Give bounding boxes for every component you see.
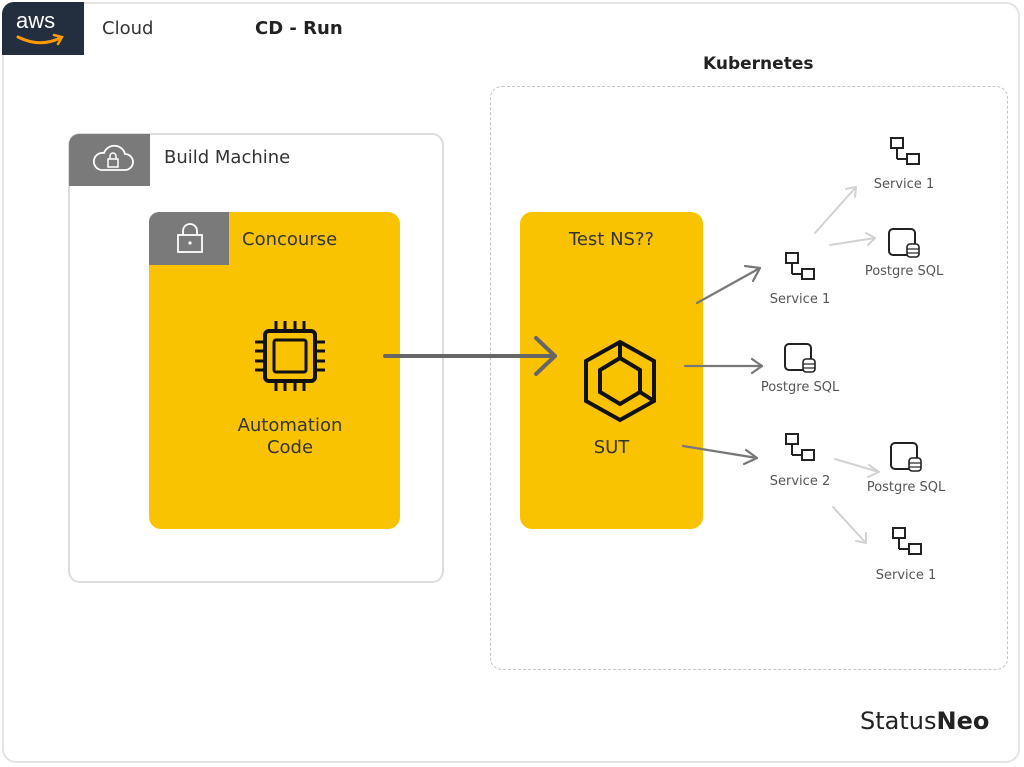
service-icon <box>890 137 920 165</box>
database-icon <box>890 442 922 472</box>
kubernetes-cluster-box <box>490 86 1008 670</box>
cloud-label: Cloud <box>102 18 154 39</box>
service-icon <box>785 252 815 280</box>
aws-logo-text: aws <box>16 8 56 33</box>
arrow-service1-to-service1-child <box>814 186 857 234</box>
service-icon <box>892 527 922 555</box>
statusneo-logo: StatusNeo <box>860 707 989 735</box>
service2-label: Service 2 <box>769 474 831 489</box>
kubernetes-title: Kubernetes <box>703 54 814 74</box>
service1-child-service-label: Service 1 <box>873 177 935 192</box>
lock-icon <box>177 223 203 253</box>
service2-child-service-label: Service 1 <box>875 568 937 583</box>
arrow-concourse-to-sut <box>383 336 557 376</box>
concourse-label: Concourse <box>242 229 338 250</box>
test-ns-box <box>520 212 703 529</box>
postgres-mid-label: Postgre SQL <box>760 380 840 395</box>
build-machine-tab <box>69 134 150 186</box>
automation-code-label: Automation Code <box>237 415 343 458</box>
concourse-tab <box>149 212 229 265</box>
cloud-lock-icon <box>93 144 134 171</box>
service2-child-db-label: Postgre SQL <box>866 480 946 495</box>
aws-smile-icon <box>16 33 64 46</box>
service1-child-db-label: Postgre SQL <box>864 264 944 279</box>
aws-logo: aws <box>2 2 84 55</box>
brand-part2: Neo <box>936 707 990 735</box>
service1-label: Service 1 <box>769 292 831 307</box>
arrow-sut-to-service2 <box>681 444 759 466</box>
arrow-sut-to-service1 <box>695 264 762 305</box>
database-icon <box>784 343 816 373</box>
chip-icon <box>255 321 325 391</box>
arrow-service1-to-postgres-child <box>829 232 876 246</box>
hexagon-app-icon <box>584 339 656 423</box>
sut-label: SUT <box>593 437 630 458</box>
brand-part1: Status <box>860 707 937 735</box>
arrow-service2-to-postgres-child <box>834 458 880 478</box>
arrow-service2-to-service1-child <box>832 506 867 544</box>
arrow-sut-to-postgres <box>683 357 764 375</box>
database-icon <box>888 228 920 258</box>
test-ns-label: Test NS?? <box>568 229 655 250</box>
page-title: CD - Run <box>255 18 343 39</box>
build-machine-label: Build Machine <box>164 147 291 168</box>
service-icon <box>785 433 815 461</box>
